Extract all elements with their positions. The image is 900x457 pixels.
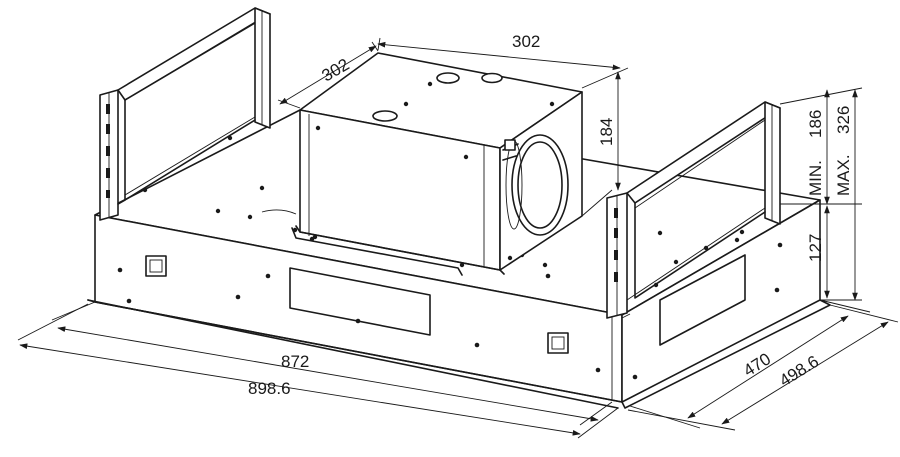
top-slot-3: [372, 110, 398, 122]
label-frame-max-value: 326: [834, 106, 853, 134]
top-slot-2: [481, 72, 503, 84]
front-square-left: [145, 255, 167, 277]
label-box-height: 184: [597, 118, 616, 146]
label-frame-max: MAX.: [834, 154, 853, 196]
right-frame: [606, 101, 781, 319]
label-frame-min-value: 186: [806, 110, 825, 138]
outlet-ring-inner: [517, 141, 563, 229]
right-frame-post-back: [764, 101, 781, 225]
label-box-width: 302: [512, 32, 540, 51]
dimension-lines: [17, 37, 899, 439]
left-frame: [99, 7, 271, 221]
side-slot: [659, 254, 746, 346]
label-frame-min: MIN.: [806, 160, 825, 196]
front-square-right: [547, 332, 569, 354]
label-inner-depth: 470: [740, 349, 774, 380]
top-slot-1: [436, 72, 460, 84]
left-frame-post-back: [254, 7, 271, 129]
label-body-height: 127: [806, 234, 825, 262]
label-outer-width: 898.6: [248, 379, 291, 398]
label-inner-width: 872: [281, 352, 309, 371]
